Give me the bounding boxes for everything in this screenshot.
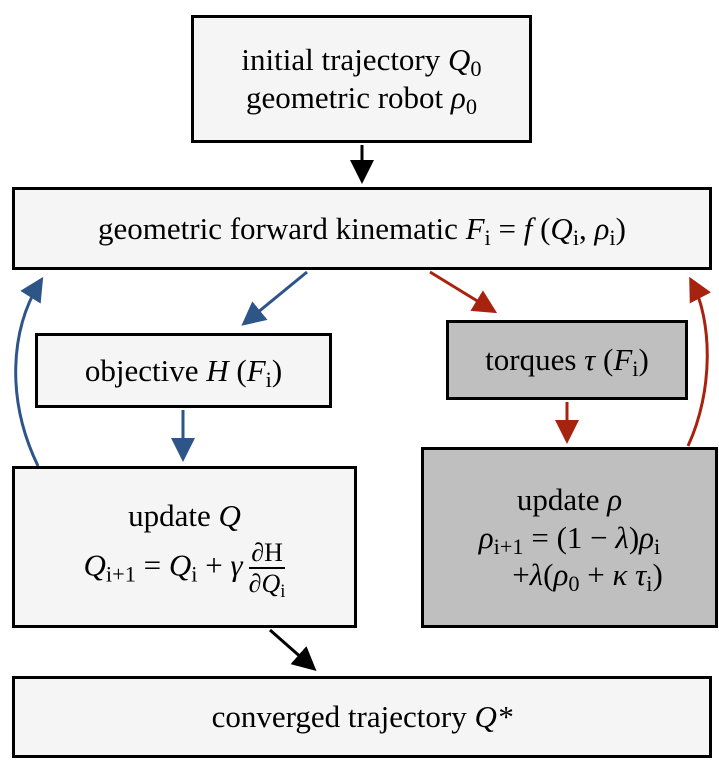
- partial-symbol: ∂: [248, 568, 262, 598]
- f-subscript: i: [484, 224, 491, 250]
- objective-label: objective: [84, 352, 207, 388]
- q-subscript: i: [280, 581, 286, 603]
- q-symbol: Q: [448, 42, 471, 78]
- rho-subscript: i: [654, 533, 661, 559]
- update-q-equation: Qi+1 = Qi + γ∂H∂Qi: [83, 538, 286, 601]
- equals-sign: =: [135, 547, 169, 583]
- q-symbol: Q: [550, 210, 573, 246]
- forward-kinematic-label: geometric forward kinematic: [98, 210, 466, 246]
- update-rho-equation-continued: +λ(ρ0 + κ τi): [476, 556, 663, 597]
- plus-sign: +: [197, 547, 231, 583]
- close-paren: ): [638, 342, 649, 378]
- q-subscript: i: [191, 561, 198, 587]
- function-symbol: f: [523, 210, 533, 246]
- tau-symbol: τ: [627, 557, 647, 593]
- f-subscript: i: [632, 356, 639, 382]
- q-symbol: Q: [83, 547, 106, 583]
- converged-box: converged trajectory Q*: [12, 676, 712, 758]
- q-symbol: Q: [218, 497, 241, 533]
- close-paren: ): [615, 210, 626, 246]
- lambda-symbol: λ: [615, 519, 629, 555]
- partial-derivative-fraction: ∂H∂Qi: [248, 538, 286, 601]
- rho-symbol: ρ: [639, 519, 655, 555]
- rho-symbol: ρ: [450, 80, 466, 115]
- tau-symbol: τ: [584, 342, 596, 378]
- rho-symbol: ρ: [607, 481, 623, 517]
- q-subscript: i: [572, 224, 580, 250]
- open-paren: (: [543, 557, 554, 593]
- arrow-updaterho-to-kinematic: [686, 276, 711, 447]
- update-q-box: update Q Qi+1 = Qi + γ∂H∂Qi: [12, 466, 357, 628]
- update-rho-box: update ρ ρi+1 = (1 − λ)ρi +λ(ρ0 + κ τi): [421, 447, 718, 628]
- torques-line: torques τ (Fi): [485, 341, 649, 382]
- geometric-robot-line: geometric robot ρ0: [246, 79, 477, 120]
- open-paren: (: [532, 210, 551, 246]
- converged-trajectory-label: converged trajectory: [211, 699, 475, 735]
- open-paren: (: [595, 342, 614, 378]
- initial-trajectory-label: initial trajectory: [241, 42, 449, 78]
- f-symbol: F: [465, 210, 485, 246]
- close-paren: ): [652, 557, 663, 593]
- geometric-robot-label: geometric robot: [246, 80, 451, 115]
- plus-sign: +: [579, 557, 613, 593]
- fraction-denominator: ∂Qi: [248, 568, 286, 601]
- tau-subscript: i: [646, 571, 653, 597]
- f-symbol: F: [613, 342, 633, 378]
- rho-next-subscript: i+1: [493, 533, 524, 559]
- rho-symbol: ρ: [553, 557, 569, 593]
- q-symbol: Q: [261, 568, 281, 598]
- q-subscript: 0: [470, 56, 482, 82]
- close-paren: ): [628, 519, 640, 555]
- close-paren: ): [271, 352, 283, 388]
- rho-subscript: 0: [465, 94, 477, 120]
- forward-kinematic-box: geometric forward kinematic Fi = f (Qi, …: [12, 187, 712, 270]
- q-next-subscript: i+1: [105, 561, 136, 587]
- f-symbol: F: [246, 352, 266, 388]
- rho-subscript: i: [609, 224, 616, 250]
- objective-box: objective H (Fi): [35, 333, 332, 408]
- f-subscript: i: [265, 366, 272, 392]
- lambda-symbol: λ: [529, 557, 544, 593]
- objective-line: objective H (Fi): [84, 352, 283, 392]
- initial-box: initial trajectory Q0 geometric robot ρ0: [191, 15, 532, 143]
- initial-trajectory-line: initial trajectory Q0: [241, 41, 482, 82]
- arrow-updateq-to-kinematic: [14, 276, 44, 467]
- arrow-kinematic-to-torques: [429, 270, 498, 314]
- arrow-kinematic-to-objective: [241, 270, 308, 326]
- update-q-title: update Q: [128, 497, 241, 535]
- update-rho-equation: ρi+1 = (1 − λ)ρi: [478, 519, 661, 559]
- plus-sign: +: [512, 557, 530, 593]
- update-rho-label: update: [516, 481, 608, 517]
- converged-line: converged trajectory Q*: [212, 698, 513, 736]
- rho-symbol: ρ: [594, 210, 610, 246]
- q-symbol: Q: [168, 547, 192, 583]
- arrow-updateq-to-converged: [269, 628, 317, 671]
- update-rho-title: update ρ: [517, 481, 622, 519]
- torques-label: torques: [485, 342, 585, 378]
- h-symbol: H: [206, 352, 229, 388]
- equals-sign: =: [490, 210, 524, 246]
- equals-one-minus: = (1 −: [523, 519, 616, 555]
- comma: ,: [579, 210, 595, 246]
- rho-symbol: ρ: [478, 519, 494, 555]
- open-paren: (: [228, 352, 247, 388]
- torques-box: torques τ (Fi): [446, 320, 688, 400]
- fraction-numerator: ∂H: [249, 538, 285, 569]
- q-star-symbol: Q*: [474, 699, 513, 735]
- rho-subscript: 0: [568, 571, 580, 597]
- update-q-label: update: [128, 497, 219, 533]
- kappa-symbol: κ: [612, 557, 628, 593]
- forward-kinematic-line: geometric forward kinematic Fi = f (Qi, …: [98, 210, 626, 250]
- gamma-symbol: γ: [230, 547, 243, 583]
